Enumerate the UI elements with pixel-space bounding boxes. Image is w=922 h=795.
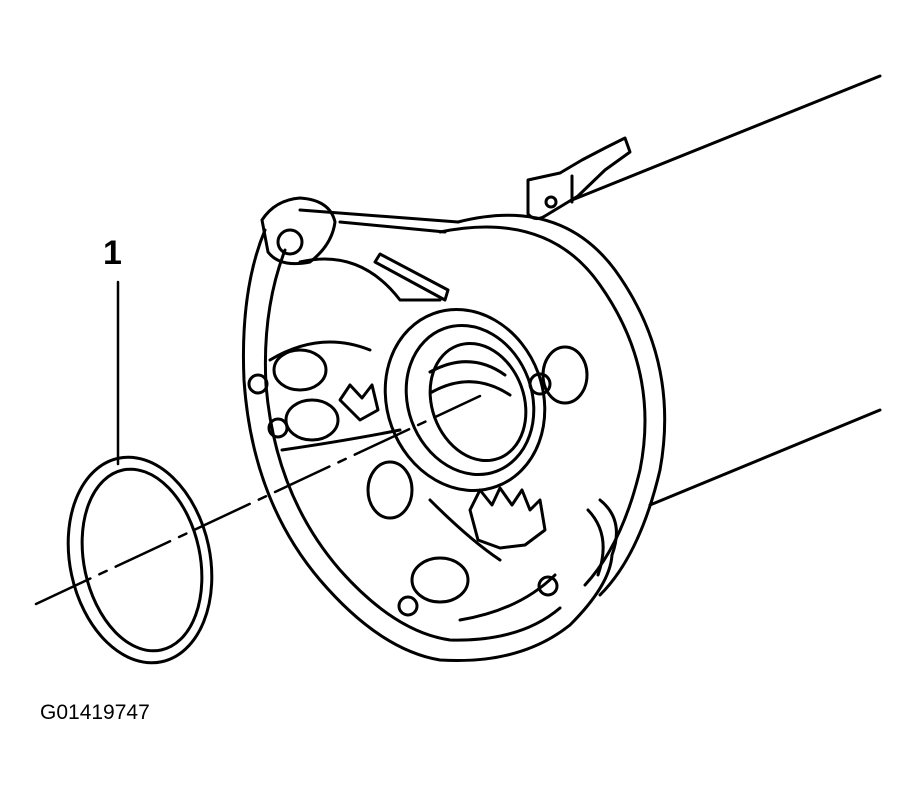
bore-groove (428, 360, 507, 377)
rib-left-lower (280, 428, 402, 452)
o-ring-outer (66, 455, 214, 665)
top-boss-hole (276, 228, 304, 256)
housing-right-seam-2 (586, 508, 605, 577)
tube-lower-edge (648, 408, 882, 507)
front-flange-inner (263, 248, 562, 642)
end-housing (241, 196, 667, 663)
assembly-axis (34, 394, 482, 606)
bracket-hole (544, 195, 558, 209)
bearing-bore-rim (404, 324, 536, 476)
housing-tube (570, 74, 882, 507)
tube-upper-edge (570, 74, 882, 202)
flange-hole-3 (397, 595, 419, 617)
inner-boss-right (541, 345, 589, 405)
rib-upper (298, 257, 442, 302)
gear-teeth-2 (338, 383, 380, 422)
rib-upper-slot (373, 252, 450, 302)
inner-boss-lower (410, 556, 470, 604)
housing-right-seam (598, 498, 618, 557)
inner-boss-bottom (366, 460, 414, 520)
o-ring-inner (80, 467, 204, 653)
rib-bottom (458, 573, 557, 622)
bearing-bore-outer (383, 308, 547, 492)
housing-top-edge (298, 208, 460, 224)
inner-boss-left-2 (284, 398, 340, 442)
front-flange-outer (241, 228, 614, 663)
bore-groove-2 (430, 380, 512, 397)
bracket-outline (526, 136, 632, 221)
flange-hole-1 (247, 373, 269, 395)
rib-left (268, 340, 372, 362)
top-boss (260, 196, 337, 266)
callout-label-1: 1 (103, 234, 122, 272)
figure-id: G01419747 (40, 701, 150, 724)
housing-back-rim-inner (438, 225, 647, 587)
flange-hole-4 (537, 575, 559, 597)
o-ring-seal (66, 455, 214, 665)
housing-top-edge-2 (338, 220, 447, 234)
inner-boss-left (272, 348, 328, 392)
mounting-bracket (526, 136, 632, 221)
housing-back-rim (456, 213, 667, 597)
gear-teeth (468, 486, 547, 550)
rib-lower (428, 498, 502, 562)
